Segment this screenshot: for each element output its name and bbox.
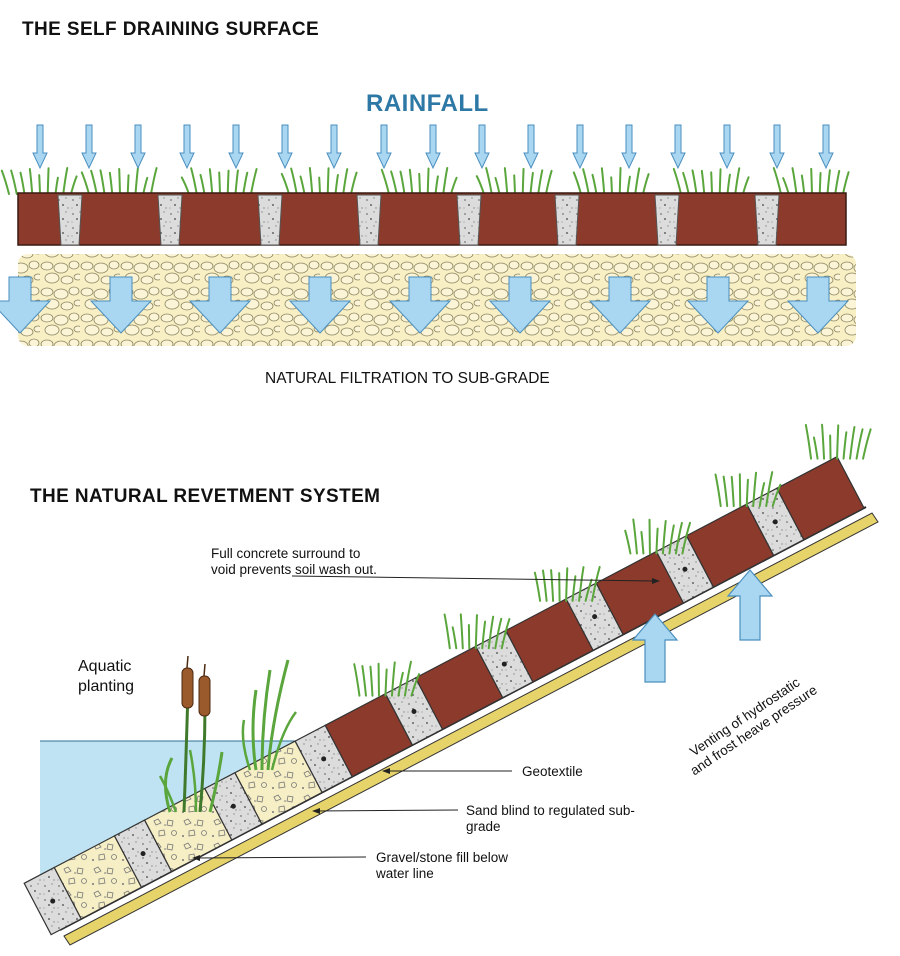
rain-arrow-icon: [179, 124, 195, 170]
grass-icon: [672, 167, 750, 195]
drain-arrow-icon: [488, 276, 552, 334]
grass-icon: [772, 167, 850, 195]
concrete-voids: [57, 194, 780, 246]
cattail-icon: [158, 655, 224, 813]
rain-arrows: [32, 124, 834, 170]
self-draining-diagram: [0, 124, 856, 346]
grass-icon: [624, 518, 692, 555]
paver-slab: [17, 192, 847, 246]
leader-lines: [192, 575, 660, 861]
rain-arrow-icon: [818, 124, 834, 170]
grass-icon: [714, 471, 782, 508]
rain-arrow-icon: [523, 124, 539, 170]
rain-arrow-icon: [277, 124, 293, 170]
concrete-void: [257, 194, 283, 246]
filtration-caption: NATURAL FILTRATION TO SUB-GRADE: [265, 370, 550, 387]
rain-arrow-icon: [474, 124, 490, 170]
concrete-void: [554, 194, 580, 246]
drain-arrow-icon: [0, 276, 52, 334]
concrete-void: [57, 194, 83, 246]
rain-arrow-icon: [326, 124, 342, 170]
grass-icon: [280, 167, 358, 195]
reed-grass-icon: [241, 659, 297, 771]
void-hole: [682, 566, 688, 572]
void-hole: [50, 898, 56, 904]
grass-strip: [0, 167, 850, 195]
void-hole: [592, 614, 598, 620]
void-hole: [321, 756, 327, 762]
rain-arrow-icon: [670, 124, 686, 170]
section-title-self-draining: THE SELF DRAINING SURFACE: [22, 19, 320, 40]
drain-arrow-icon: [686, 276, 750, 334]
rain-arrow-icon: [425, 124, 441, 170]
grass-icon: [533, 565, 601, 602]
concrete-void: [654, 194, 680, 246]
rain-arrow-icon: [719, 124, 735, 170]
grass-icon: [0, 167, 78, 195]
grass-icon: [475, 167, 553, 195]
concrete-void: [157, 194, 183, 246]
revetment-blocks: [23, 455, 865, 936]
grass-icon: [353, 660, 421, 697]
rain-arrow-icon: [376, 124, 392, 170]
pressure-arrow-icon: [726, 569, 774, 641]
drain-arrow-icon: [288, 276, 352, 334]
rain-arrow-icon: [130, 124, 146, 170]
void-hole: [772, 519, 778, 525]
grass-icon: [572, 167, 650, 195]
concrete-void: [356, 194, 382, 246]
label-sand-blind: Sand blind to regulated sub-grade: [466, 803, 635, 834]
rain-arrow-icon: [228, 124, 244, 170]
grass-icon: [380, 167, 458, 195]
sand-blind-layer: [63, 512, 879, 946]
rain-arrow-icon: [572, 124, 588, 170]
concrete-void: [754, 194, 780, 246]
drain-arrow-icon: [388, 276, 452, 334]
grass-icon: [804, 423, 872, 460]
grass-icon: [443, 613, 511, 650]
label-concrete-surround: Full concrete surround to void prevents …: [211, 546, 377, 577]
rain-arrow-icon: [32, 124, 48, 170]
rain-arrow-icon: [621, 124, 637, 170]
pressure-arrows: [631, 569, 774, 683]
void-hole: [501, 661, 507, 667]
concrete-void: [456, 194, 482, 246]
grass-icon: [180, 167, 258, 195]
void-hole: [140, 851, 146, 857]
drain-arrow-icon: [786, 276, 850, 334]
label-aquatic-planting: Aquatic planting: [78, 658, 135, 695]
section-title-revetment: THE NATURAL REVETMENT SYSTEM: [30, 486, 381, 507]
label-geotextile: Geotextile: [522, 764, 583, 779]
rainfall-label: RAINFALL: [366, 90, 489, 117]
rain-arrow-icon: [81, 124, 97, 170]
drain-arrow-icon: [588, 276, 652, 334]
rain-arrow-icon: [769, 124, 785, 170]
label-gravel-fill: Gravel/stone fill below water line: [376, 850, 509, 881]
drain-arrow-icon: [188, 276, 252, 334]
revetment-diagram: [23, 423, 879, 946]
grass-icon: [80, 167, 158, 195]
drain-arrow-icon: [89, 276, 153, 334]
void-hole: [230, 803, 236, 809]
void-hole: [411, 708, 417, 714]
gravel-layer: [18, 254, 856, 346]
pressure-arrow-icon: [631, 613, 679, 683]
slope-grass: [353, 423, 872, 697]
drain-arrows: [0, 276, 850, 334]
